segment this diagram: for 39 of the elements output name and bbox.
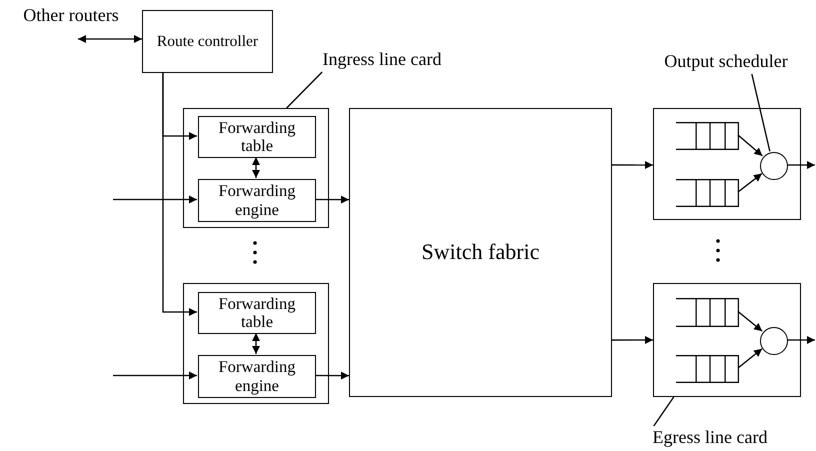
leader-line bbox=[286, 72, 323, 108]
arrow bbox=[787, 161, 815, 169]
callout-label: Egress line card bbox=[634, 426, 786, 450]
arrow bbox=[612, 336, 653, 344]
leader-line bbox=[653, 396, 674, 426]
arrow bbox=[612, 161, 653, 169]
queue-drawing bbox=[676, 298, 739, 327]
arrow bbox=[738, 134, 763, 156]
line-card-box bbox=[653, 108, 801, 220]
callout-label: Output scheduler bbox=[650, 50, 802, 74]
line-card-box bbox=[653, 283, 801, 397]
queue-drawing bbox=[676, 122, 739, 150]
arrow bbox=[252, 157, 260, 178]
arrow bbox=[787, 336, 815, 344]
arrow bbox=[252, 333, 260, 354]
table-box: Forwarding table bbox=[198, 292, 316, 334]
controller-box: Route controller bbox=[142, 10, 273, 73]
arrow bbox=[78, 34, 142, 43]
engine-box: Forwarding engine bbox=[198, 179, 316, 222]
fabric-box: Switch fabric bbox=[349, 108, 612, 397]
line-card-box bbox=[183, 283, 329, 404]
queue-drawing bbox=[676, 355, 739, 383]
leader-line bbox=[751, 74, 770, 152]
engine-box: Forwarding engine bbox=[198, 355, 316, 398]
arrow bbox=[113, 196, 197, 204]
text-label: Other routers bbox=[4, 6, 138, 39]
arrow bbox=[315, 372, 349, 380]
table-box: Forwarding table bbox=[198, 116, 316, 158]
scheduler-circle bbox=[760, 327, 788, 355]
arrow bbox=[315, 196, 349, 204]
arrow bbox=[738, 311, 763, 332]
line-card-box bbox=[183, 108, 329, 228]
arrow bbox=[738, 348, 762, 368]
arrow bbox=[113, 372, 197, 380]
queue-drawing bbox=[676, 179, 739, 207]
scheduler-circle bbox=[760, 152, 788, 180]
arrow bbox=[162, 73, 197, 316]
callout-label: Ingress line card bbox=[314, 48, 450, 72]
arrow bbox=[738, 173, 762, 193]
